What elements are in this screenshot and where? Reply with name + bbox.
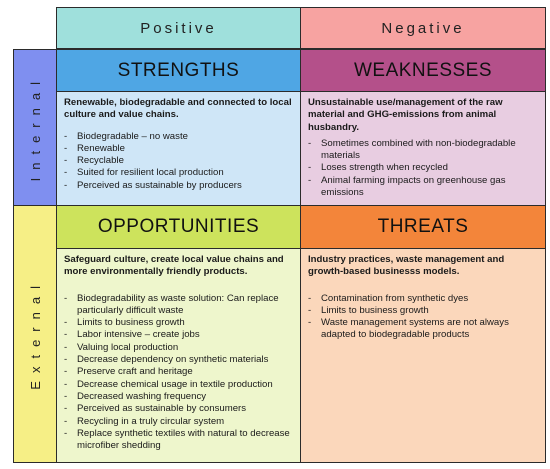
list-item: Decreased washing frequency	[64, 391, 292, 404]
opportunities-lead: Safeguard culture, create local value ch…	[64, 254, 284, 278]
threats-title-box: THREATS	[300, 205, 546, 249]
list-item: Valuing local production	[64, 342, 292, 355]
internal-row-label: Internal	[13, 49, 57, 206]
strengths-body: Renewable, biodegradable and connected t…	[56, 91, 301, 206]
weaknesses-lead: Unsustainable use/management of the raw …	[308, 97, 503, 133]
positive-column-header: Positive	[56, 7, 301, 49]
list-item: Decrease dependency on synthetic materia…	[64, 354, 292, 367]
list-item: Contamination from synthetic dyes	[308, 293, 537, 306]
threats-lead: Industry practices, waste management and…	[308, 254, 505, 278]
opportunities-list: Biodegradability as waste solution: Can …	[64, 293, 292, 453]
list-item: Limits to business growth	[308, 305, 537, 318]
list-item: Replace synthetic textiles with natural …	[64, 428, 292, 453]
list-item: Labor intensive – create jobs	[64, 329, 292, 342]
positive-label: Positive	[140, 19, 217, 37]
opportunities-body: Safeguard culture, create local value ch…	[56, 248, 301, 463]
list-item: Perceived as sustainable by producers	[64, 180, 292, 193]
list-item: Preserve craft and heritage	[64, 366, 292, 379]
external-row-label: External	[13, 205, 57, 463]
weaknesses-title: WEAKNESSES	[353, 59, 493, 81]
weaknesses-list: Sometimes combined with non-biodegradabl…	[308, 138, 537, 199]
list-item: Recyclable	[64, 155, 292, 168]
list-item: Suited for resilient local production	[64, 167, 292, 180]
opportunities-title: OPPORTUNITIES	[97, 216, 260, 237]
internal-label: Internal	[27, 73, 43, 182]
negative-column-header: Negative	[300, 7, 546, 49]
negative-label: Negative	[381, 19, 465, 37]
strengths-lead: Renewable, biodegradable and connected t…	[64, 97, 292, 121]
list-item: Biodegradability as waste solution: Can …	[64, 293, 292, 318]
list-item: Decrease chemical usage in textile produ…	[64, 379, 292, 392]
list-item: Animal farming impacts on greenhouse gas…	[308, 175, 537, 200]
threats-body: Industry practices, waste management and…	[300, 248, 546, 463]
strengths-list: Biodegradable – no waste Renewable Recyc…	[64, 131, 292, 193]
list-item: Perceived as sustainable by consumers	[64, 403, 292, 416]
strengths-title-box: STRENGTHS	[56, 49, 301, 92]
list-item: Sometimes combined with non-biodegradabl…	[308, 138, 537, 163]
list-item: Recycling in a truly circular system	[64, 416, 292, 429]
weaknesses-body: Unsustainable use/management of the raw …	[300, 91, 546, 206]
external-label: External	[27, 278, 43, 390]
threats-title: THREATS	[377, 216, 469, 237]
list-item: Loses strength when recycled	[308, 162, 537, 175]
list-item: Renewable	[64, 143, 292, 156]
strengths-title: STRENGTHS	[117, 59, 240, 81]
threats-list: Contamination from synthetic dyes Limits…	[308, 293, 537, 342]
opportunities-title-box: OPPORTUNITIES	[56, 205, 301, 249]
list-item: Waste management systems are not always …	[308, 317, 537, 342]
list-item: Biodegradable – no waste	[64, 131, 292, 144]
weaknesses-title-box: WEAKNESSES	[300, 49, 546, 92]
list-item: Limits to business growth	[64, 317, 292, 330]
